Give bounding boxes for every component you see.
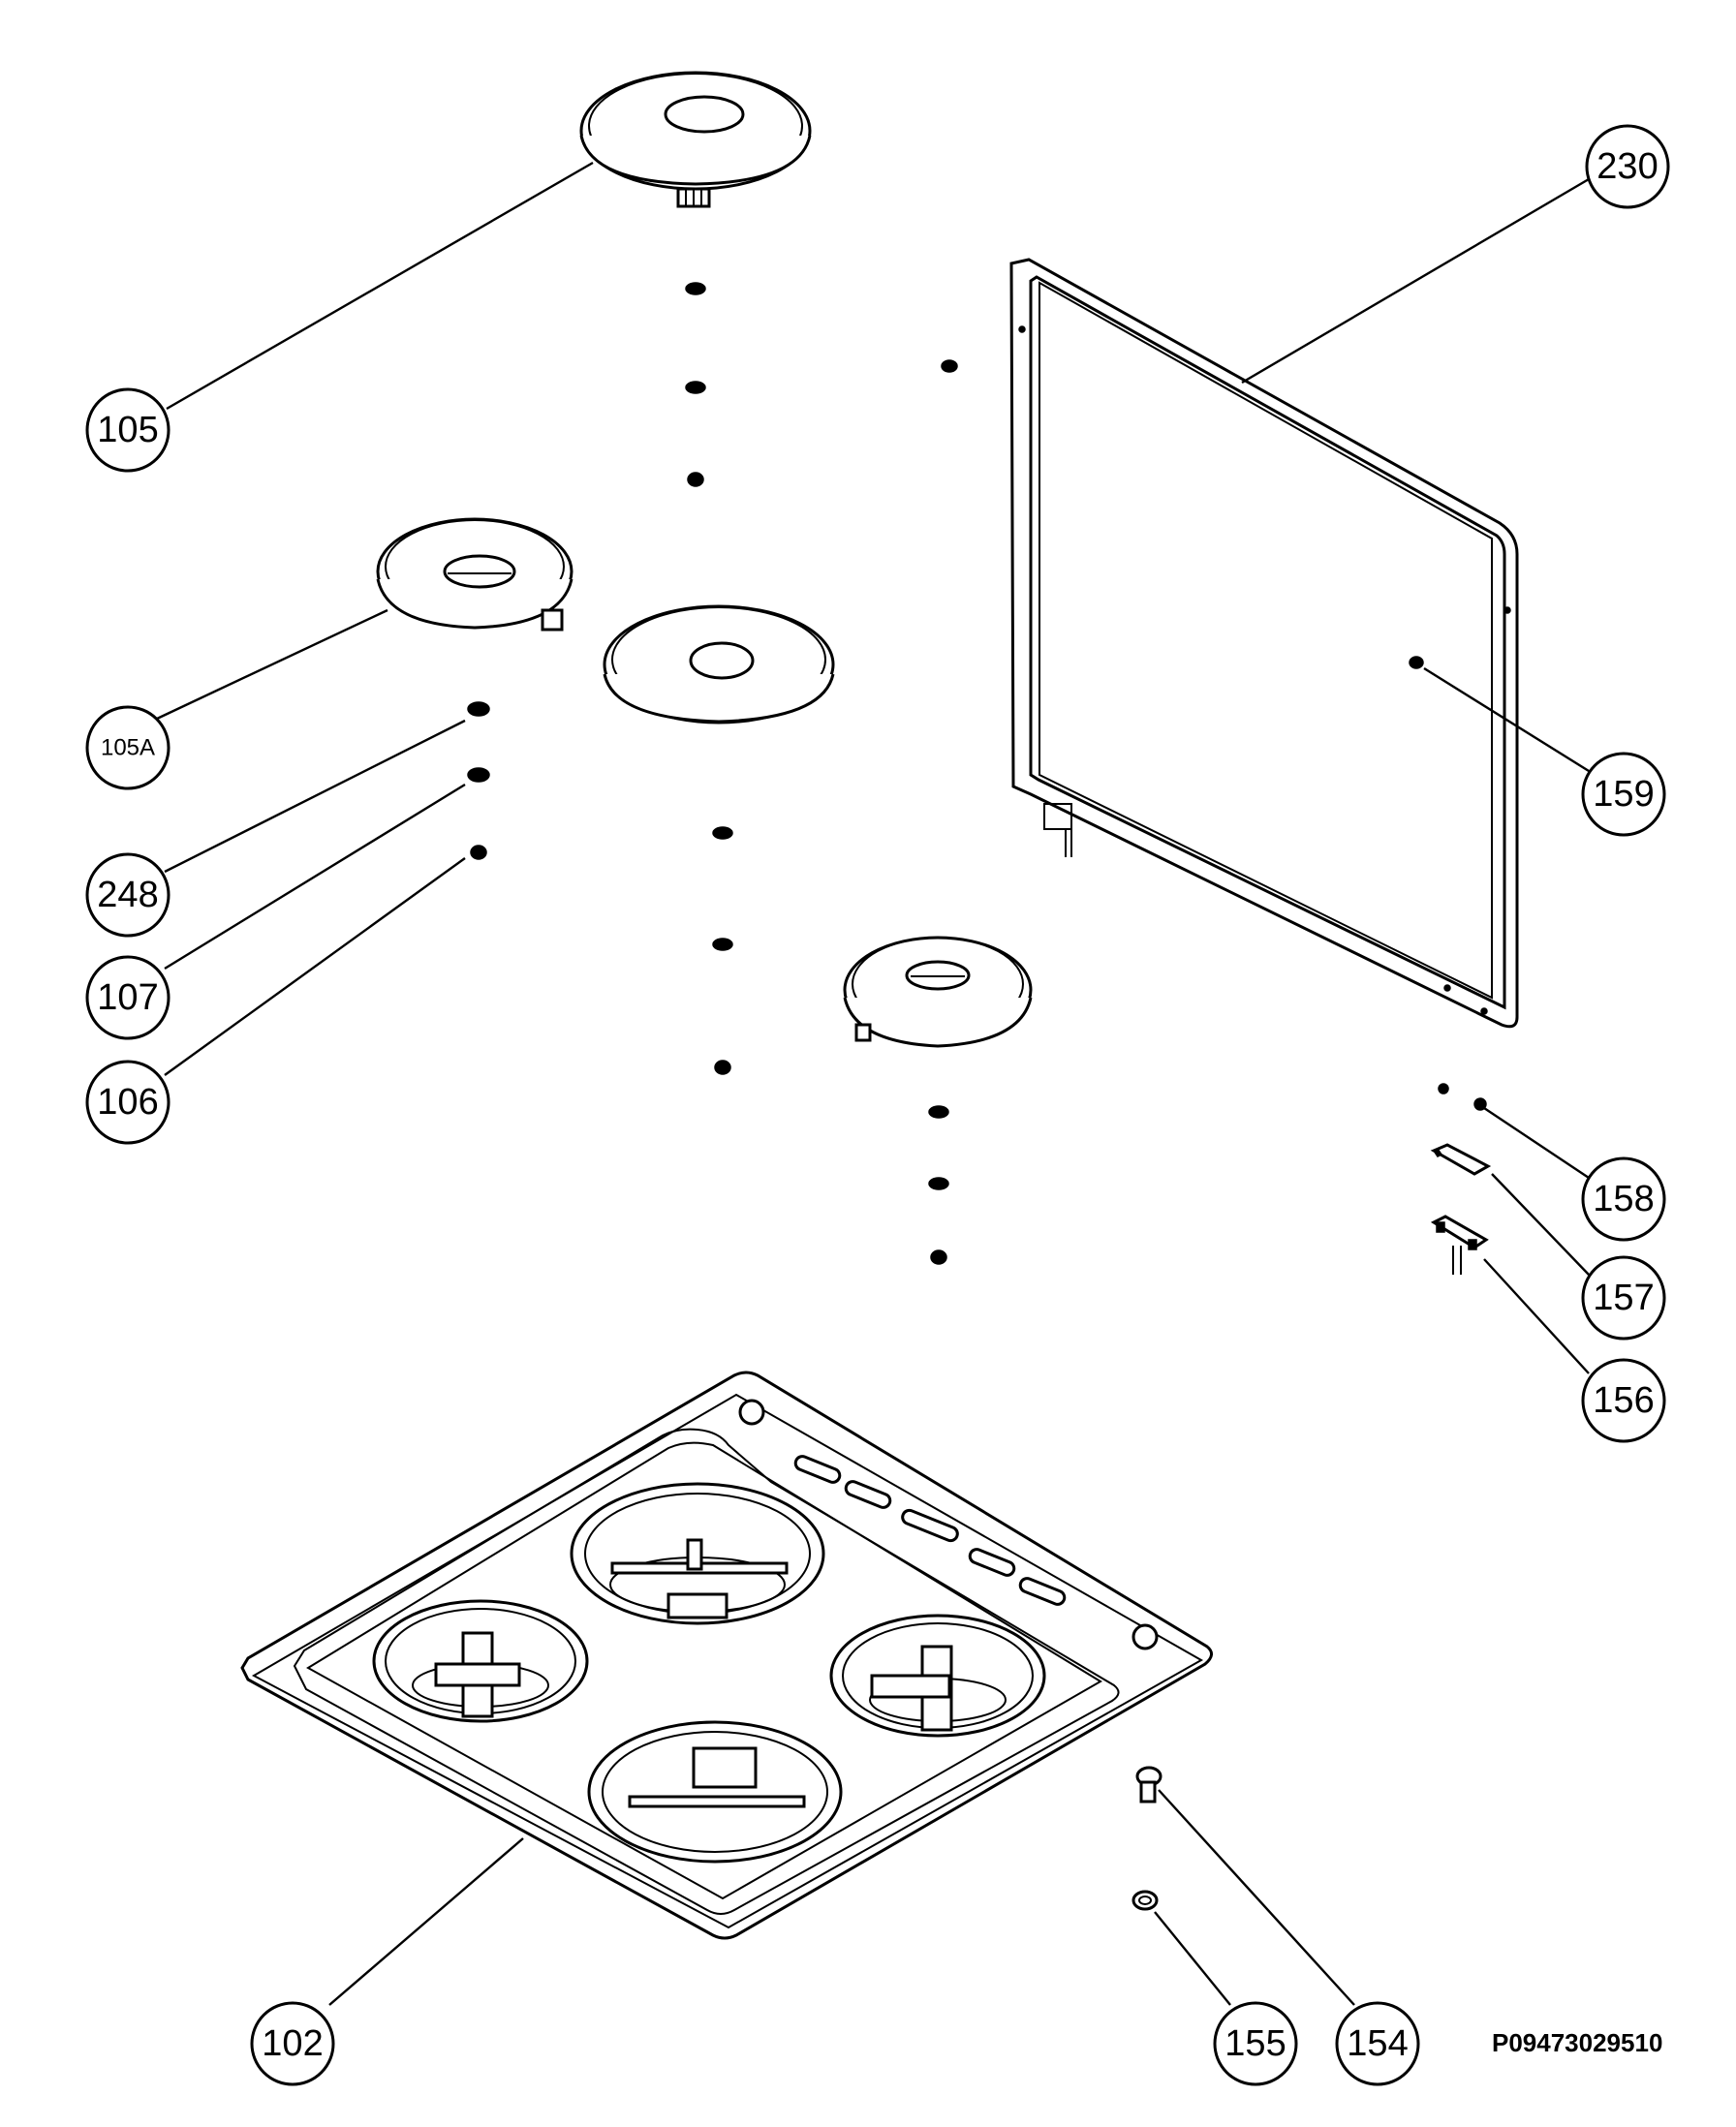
callout-label: 157 <box>1593 1278 1654 1318</box>
callout-106: 106 <box>85 1060 170 1145</box>
callout-158: 158 <box>1581 1156 1666 1242</box>
callout-156: 156 <box>1581 1358 1666 1443</box>
leader-105 <box>166 161 594 411</box>
leader-157 <box>1491 1173 1590 1276</box>
hotplate-large-top <box>579 71 812 208</box>
glass-frame-230 <box>1009 258 1519 1029</box>
callout-248: 248 <box>85 852 170 938</box>
fastener-stack-right <box>928 1105 949 1265</box>
hob-top-plate-102 <box>240 1371 1213 1940</box>
callout-label: 155 <box>1224 2023 1286 2064</box>
washer-107 <box>467 767 490 783</box>
callout-label: 105 <box>97 410 158 450</box>
clip-156 <box>1430 1215 1489 1275</box>
nut-106 <box>470 845 487 860</box>
callout-label: 159 <box>1593 774 1654 815</box>
leader-159 <box>1423 666 1590 773</box>
leader-154 <box>1158 1789 1355 2006</box>
drawing-code: P09473029510 <box>1492 2028 1662 2057</box>
callout-label: 248 <box>97 875 158 915</box>
callout-label: 156 <box>1593 1380 1654 1421</box>
callout-label: 106 <box>97 1082 158 1123</box>
callout-label: 158 <box>1593 1179 1654 1219</box>
hotplate-small-left <box>376 517 574 632</box>
leader-155 <box>1154 1911 1231 2006</box>
leader-106 <box>164 857 466 1076</box>
leader-107 <box>164 783 466 971</box>
leader-lines <box>156 161 1590 2006</box>
callout-label: 230 <box>1596 146 1658 187</box>
bracket-157 <box>1430 1143 1492 1176</box>
leader-248 <box>164 719 466 874</box>
callout-154: 154 <box>1335 2001 1420 2086</box>
hotplate-small-right <box>843 936 1033 1048</box>
callout-label: 107 <box>97 977 158 1018</box>
screw-154 <box>1135 1766 1162 1803</box>
fastener-stack-top <box>685 282 706 487</box>
callout-102: 102 <box>250 2001 335 2086</box>
callout-155: 155 <box>1213 2001 1298 2086</box>
fastener-stack-middle <box>712 826 733 1075</box>
screw-158-b <box>1473 1097 1487 1111</box>
callout-105: 105 <box>85 387 170 473</box>
callout-label: 154 <box>1347 2023 1408 2064</box>
washer-248 <box>467 701 490 717</box>
callout-label: 105A <box>101 735 155 761</box>
callout-105A: 105A <box>85 705 170 790</box>
screw-159 <box>1409 656 1424 669</box>
callout-107: 107 <box>85 955 170 1040</box>
leader-102 <box>328 1837 524 2006</box>
fastener-frame-top <box>941 359 958 373</box>
leader-156 <box>1483 1258 1590 1374</box>
screw-158-a <box>1438 1083 1449 1094</box>
callout-230: 230 <box>1585 124 1670 209</box>
callout-157: 157 <box>1581 1255 1666 1341</box>
hotplate-large-middle <box>603 604 835 724</box>
leader-158 <box>1483 1107 1590 1179</box>
leader-105A <box>156 608 388 721</box>
leader-230 <box>1241 177 1590 385</box>
callout-label: 102 <box>262 2023 323 2064</box>
callout-159: 159 <box>1581 752 1666 837</box>
nut-155 <box>1132 1890 1159 1911</box>
